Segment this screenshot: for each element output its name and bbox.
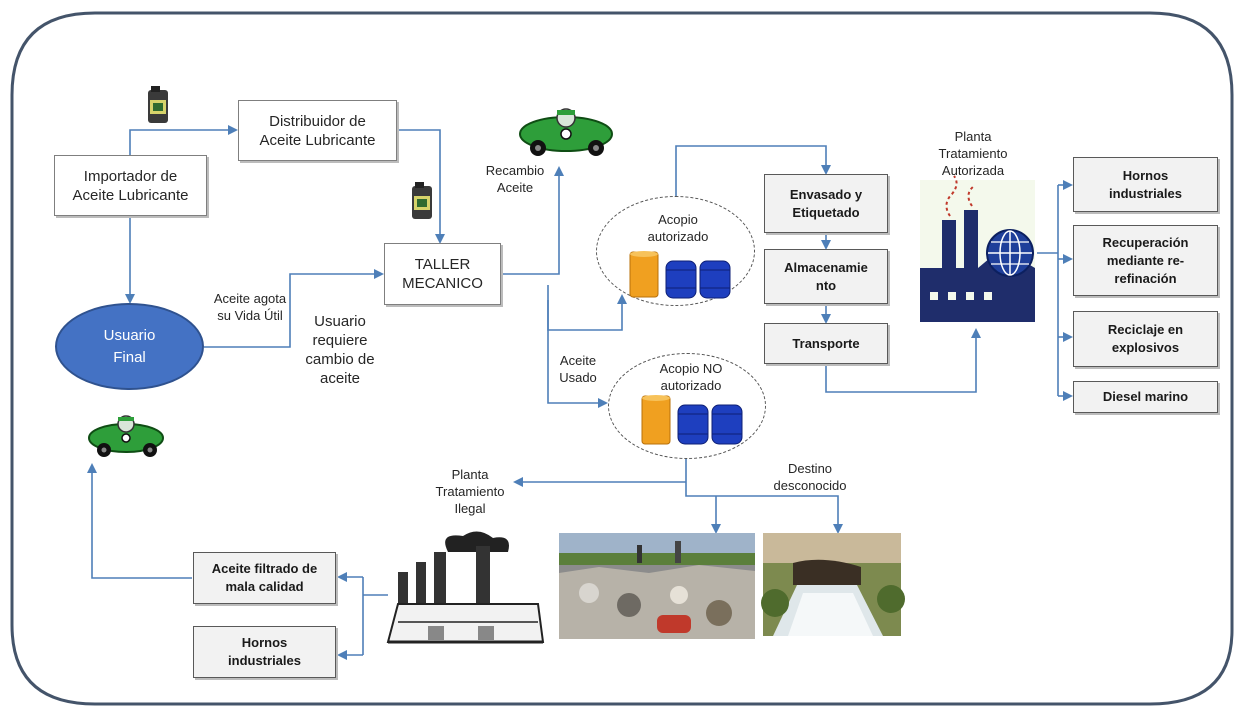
hornos-industriales-box: Hornos industriales (1073, 157, 1218, 212)
acopio-autorizado-label: Acopio autorizado (647, 212, 709, 244)
rounded-frame (10, 11, 1234, 706)
polluted-river-photo (761, 533, 905, 636)
acopio-no-autorizado-label: Acopio NO autorizado (659, 361, 723, 393)
oil-bottle-icon (148, 86, 168, 123)
reciclaje-label: Reciclaje en explosivos (1107, 322, 1184, 355)
recuperacion-label: Recuperación mediante re- refinación (1102, 234, 1189, 286)
diesel-marino-label: Diesel marino (1102, 389, 1189, 404)
arrow-no-autorizado-down (685, 459, 843, 534)
hornos-industriales-2-box: Hornos industriales (193, 626, 336, 678)
arrow-usuario-taller (204, 269, 384, 348)
oil-bottle-icon (412, 182, 432, 219)
usuario-requiere-label: Usuario requiere cambio de aceite (305, 313, 375, 387)
almacenamiento-label: Almacenamie nto (784, 259, 868, 293)
aceite-filtrado-label: Aceite filtrado de mala calidad (211, 561, 318, 594)
aceite-filtrado-box: Aceite filtrado de mala calidad (193, 552, 336, 604)
arrow-filtrado-to-car (87, 463, 192, 579)
usuario-final-label: Usuario Final (103, 326, 156, 366)
taller-label: TALLER MECANICO (402, 256, 483, 292)
hornos-industriales-2-label: Hornos industriales (228, 635, 301, 668)
globe-icon (986, 229, 1034, 277)
planta-ilegal-label: Planta Tratamiento Ilegal (435, 467, 505, 516)
arrow-taller-acopio-no-autorizado (547, 300, 608, 408)
green-race-car-icon (88, 415, 164, 457)
diesel-marino-box: Diesel marino (1073, 381, 1218, 413)
reciclaje-box: Reciclaje en explosivos (1073, 311, 1218, 367)
destino-desconocido-label: Destino desconocido (773, 461, 847, 493)
transporte-label: Transporte (792, 335, 860, 351)
distribuidor-box: Distribuidor de Aceite Lubricante (238, 100, 397, 161)
landfill-photo (559, 533, 755, 639)
hornos-industriales-label: Hornos industriales (1109, 167, 1182, 201)
distribuidor-label: Distribuidor de Aceite Lubricante (259, 112, 376, 149)
arrow-acopio-envasado (675, 145, 831, 196)
envasado-label: Envasado y Etiquetado (789, 186, 863, 220)
oil-barrels-icon (641, 395, 743, 445)
taller-box: TALLER MECANICO (384, 243, 501, 305)
recuperacion-box: Recuperación mediante re- refinación (1073, 225, 1218, 296)
aceite-agota-label: Aceite agota su Vida Útil (213, 291, 287, 323)
arrow-transporte-planta (825, 328, 981, 393)
usuario-final-node: Usuario Final (55, 303, 204, 390)
aceite-usado-label: Aceite Usado (559, 353, 597, 385)
oil-barrels-icon (629, 251, 731, 299)
green-race-car-icon (519, 108, 613, 156)
recambio-aceite-label: Recambio Aceite (485, 163, 545, 195)
importador-box: Importador de Aceite Lubricante (54, 155, 207, 216)
arrow-importador-distribuidor (129, 125, 238, 155)
arrow-distribuidor-taller (397, 129, 445, 244)
envasado-box: Envasado y Etiquetado (764, 174, 888, 233)
transporte-box: Transporte (764, 323, 888, 364)
planta-autorizada-label: Planta Tratamiento Autorizada (938, 129, 1008, 178)
factory-icon (386, 531, 545, 644)
importador-label: Importador de Aceite Lubricante (72, 167, 189, 204)
arrow-taller-recambio (501, 166, 564, 275)
almacenamiento-box: Almacenamie nto (764, 249, 888, 304)
